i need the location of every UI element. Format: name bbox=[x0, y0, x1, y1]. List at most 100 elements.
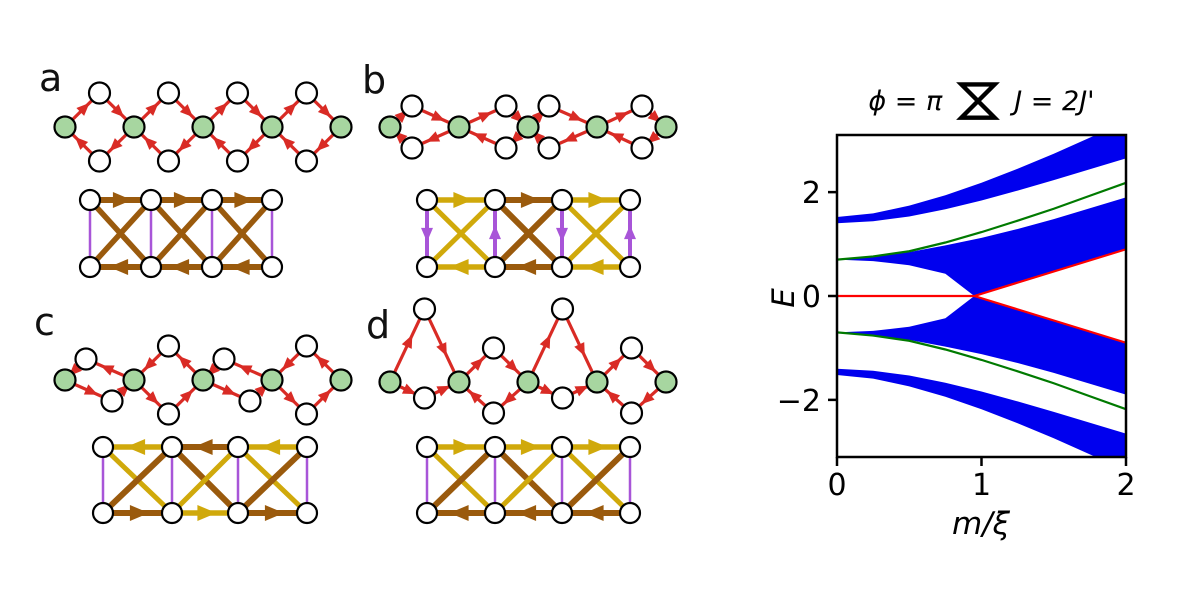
site-node bbox=[294, 81, 319, 105]
site-node bbox=[619, 336, 644, 360]
ladder-arrowhead-icon bbox=[112, 192, 132, 208]
site-node bbox=[238, 389, 262, 413]
site-node bbox=[91, 435, 115, 459]
hub-node bbox=[654, 370, 678, 394]
site-node bbox=[481, 336, 506, 360]
site-node bbox=[200, 255, 224, 279]
ladder-arrowhead-icon bbox=[624, 225, 636, 240]
panel-b bbox=[378, 94, 678, 279]
chain-arrowhead-icon bbox=[221, 384, 236, 395]
ladder-arrowhead-icon bbox=[517, 505, 537, 521]
y-axis-label: E bbox=[765, 288, 802, 308]
site-node bbox=[415, 255, 439, 279]
panel-label-c: c bbox=[34, 300, 55, 344]
chain-arrowhead-icon bbox=[468, 390, 483, 404]
chain-arrowhead-icon bbox=[238, 365, 253, 376]
ladder-arrowhead-icon bbox=[520, 192, 540, 208]
chain-arrowhead-icon bbox=[109, 138, 123, 152]
panel-label-d: d bbox=[366, 303, 391, 347]
ladder-edge bbox=[559, 444, 633, 516]
chain-arrowhead-icon bbox=[436, 342, 447, 357]
ladder-edge bbox=[170, 445, 240, 515]
chain-arrowhead-icon bbox=[477, 112, 492, 123]
site-node bbox=[156, 334, 181, 358]
chain-arrowhead-icon bbox=[608, 357, 622, 371]
ladder-arrowhead-icon bbox=[126, 439, 146, 455]
site-node bbox=[618, 435, 642, 459]
chain-arrowhead-icon bbox=[401, 383, 417, 395]
panel-d-ladder-diagram bbox=[415, 435, 642, 525]
chain-arrowhead-icon bbox=[143, 357, 158, 371]
hub-node bbox=[329, 115, 353, 139]
chain-arrowhead-icon bbox=[317, 104, 332, 118]
chain-arrowhead-icon bbox=[214, 102, 228, 116]
chain-arrowhead-icon bbox=[610, 133, 625, 144]
hub-node bbox=[516, 370, 540, 394]
site-node bbox=[483, 435, 507, 459]
chain-arrowhead-icon bbox=[316, 355, 330, 369]
chain-arrowhead-icon bbox=[281, 357, 296, 371]
ladder-arrowhead-icon bbox=[109, 259, 129, 275]
site-node bbox=[212, 347, 236, 371]
chain-arrowhead-icon bbox=[283, 102, 297, 116]
ladder-arrowhead-icon bbox=[449, 259, 469, 275]
site-node bbox=[295, 435, 319, 459]
chain-arrowhead-icon bbox=[317, 389, 332, 403]
edge-state-green-mirror bbox=[837, 331, 1126, 411]
panel-d bbox=[378, 297, 678, 525]
chain-arrowhead-icon bbox=[145, 391, 159, 405]
site-node bbox=[483, 255, 507, 279]
chain-arrowhead-icon bbox=[212, 136, 227, 150]
panel-a-chain-diagram bbox=[53, 81, 353, 173]
chain-arrowhead-icon bbox=[179, 389, 194, 403]
site-node bbox=[550, 386, 575, 410]
y-tick-label: 0 bbox=[802, 280, 821, 315]
hub-node bbox=[447, 115, 471, 139]
plot-title: ϕ = π J = 2J' bbox=[830, 80, 1133, 122]
chain-arrowhead-icon bbox=[539, 383, 555, 395]
site-node bbox=[415, 188, 439, 212]
ladder-edge bbox=[209, 198, 275, 269]
site-node bbox=[294, 334, 319, 358]
site-node bbox=[156, 81, 181, 105]
site-node bbox=[481, 401, 506, 425]
hub-node bbox=[516, 115, 540, 139]
site-node bbox=[494, 136, 518, 160]
hub-node bbox=[585, 115, 609, 139]
ladder-arrowhead-icon bbox=[556, 227, 568, 242]
panel-c-chain-diagram bbox=[53, 334, 353, 426]
site-node bbox=[78, 188, 102, 212]
hub-node bbox=[329, 368, 353, 392]
y-tick-label: −2 bbox=[777, 384, 821, 419]
hub-node bbox=[378, 115, 402, 139]
site-node bbox=[260, 255, 284, 279]
site-node bbox=[415, 435, 439, 459]
ladder-arrowhead-icon bbox=[170, 259, 190, 275]
chain-arrowhead-icon bbox=[563, 131, 578, 142]
ladder-arrowhead-icon bbox=[421, 227, 433, 242]
panel-a-ladder-diagram bbox=[78, 188, 284, 279]
site-node bbox=[226, 435, 250, 459]
chain-arrowhead-icon bbox=[110, 104, 125, 118]
site-node bbox=[483, 501, 507, 525]
chain-arrowhead-icon bbox=[74, 136, 89, 150]
x-tick-label: 0 bbox=[827, 468, 846, 503]
site-node bbox=[225, 149, 250, 173]
plot-area bbox=[837, 135, 1126, 457]
chain-arrowhead-icon bbox=[574, 342, 585, 357]
site-node bbox=[550, 297, 575, 321]
site-node bbox=[294, 149, 319, 173]
chain-arrowhead-icon bbox=[470, 357, 484, 371]
ladder-edge bbox=[148, 198, 215, 269]
site-node bbox=[619, 401, 644, 425]
ladder-arrowhead-icon bbox=[588, 192, 608, 208]
site-node bbox=[618, 255, 642, 279]
hub-node bbox=[585, 370, 609, 394]
ladder-arrowhead-icon bbox=[193, 439, 213, 455]
ladder-arrowhead-icon bbox=[234, 192, 254, 208]
hub-node bbox=[53, 368, 77, 392]
site-node bbox=[550, 188, 574, 212]
site-node bbox=[550, 255, 574, 279]
